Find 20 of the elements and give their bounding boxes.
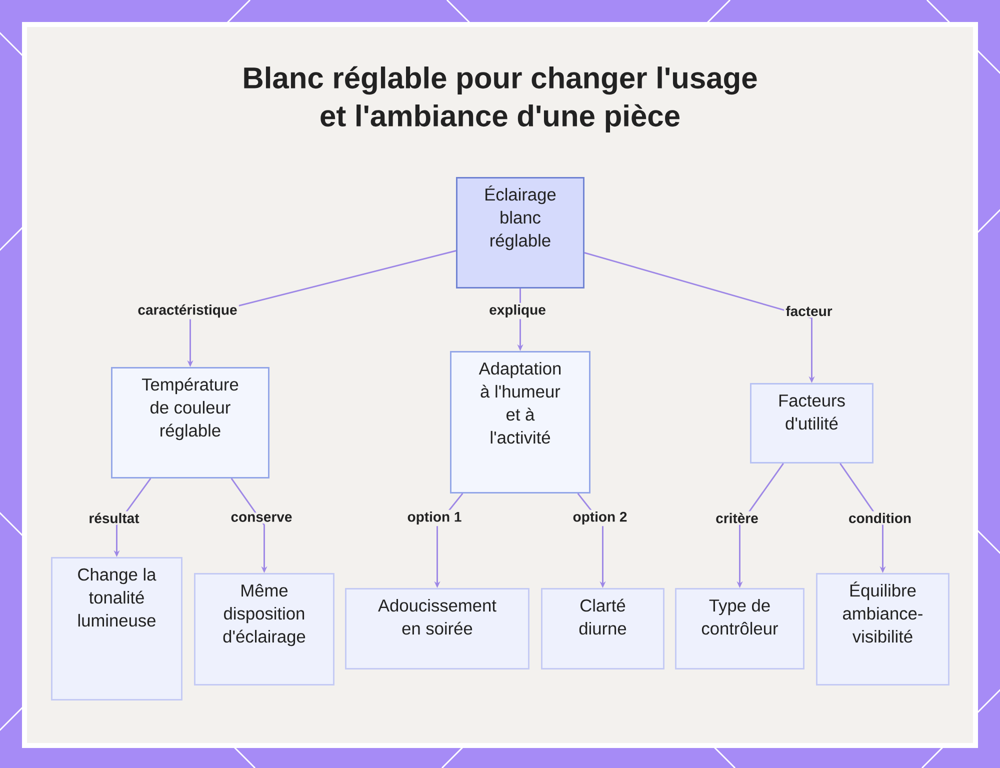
concept-box: Température de couleur réglable (111, 367, 270, 478)
edge-label: facteur (784, 304, 834, 318)
edge-label: conserve (229, 512, 294, 524)
concept-box: Même disposition d'éclairage (194, 573, 334, 686)
edge-label: caractéristique (136, 302, 239, 320)
concept-box: Facteurs d'utilité (750, 383, 874, 464)
edge-label: résultat (87, 511, 141, 525)
edge-label: condition (846, 511, 914, 525)
edge-label: option 1 (406, 510, 464, 526)
concept-box: Clarté diurne (541, 588, 664, 670)
title: Blanc réglable pour changer l'usage et l'ambiance d'une pièce (244, 66, 757, 132)
concept-box: Éclairage blanc réglable (456, 177, 584, 288)
concept-box: Adaptation à l'humeur et à l'activité (450, 351, 590, 494)
concept-box: Équilibre ambiance-visibilité (816, 573, 950, 686)
edge-label: explique (488, 302, 548, 320)
concept-box: Adoucissement en soirée (345, 588, 530, 670)
concept-box: Type de contrôleur (675, 588, 804, 670)
concept-box: Change la tonalité lumineuse (51, 557, 182, 700)
edge-label: critère (714, 511, 760, 525)
edge-label: option 2 (571, 510, 629, 526)
